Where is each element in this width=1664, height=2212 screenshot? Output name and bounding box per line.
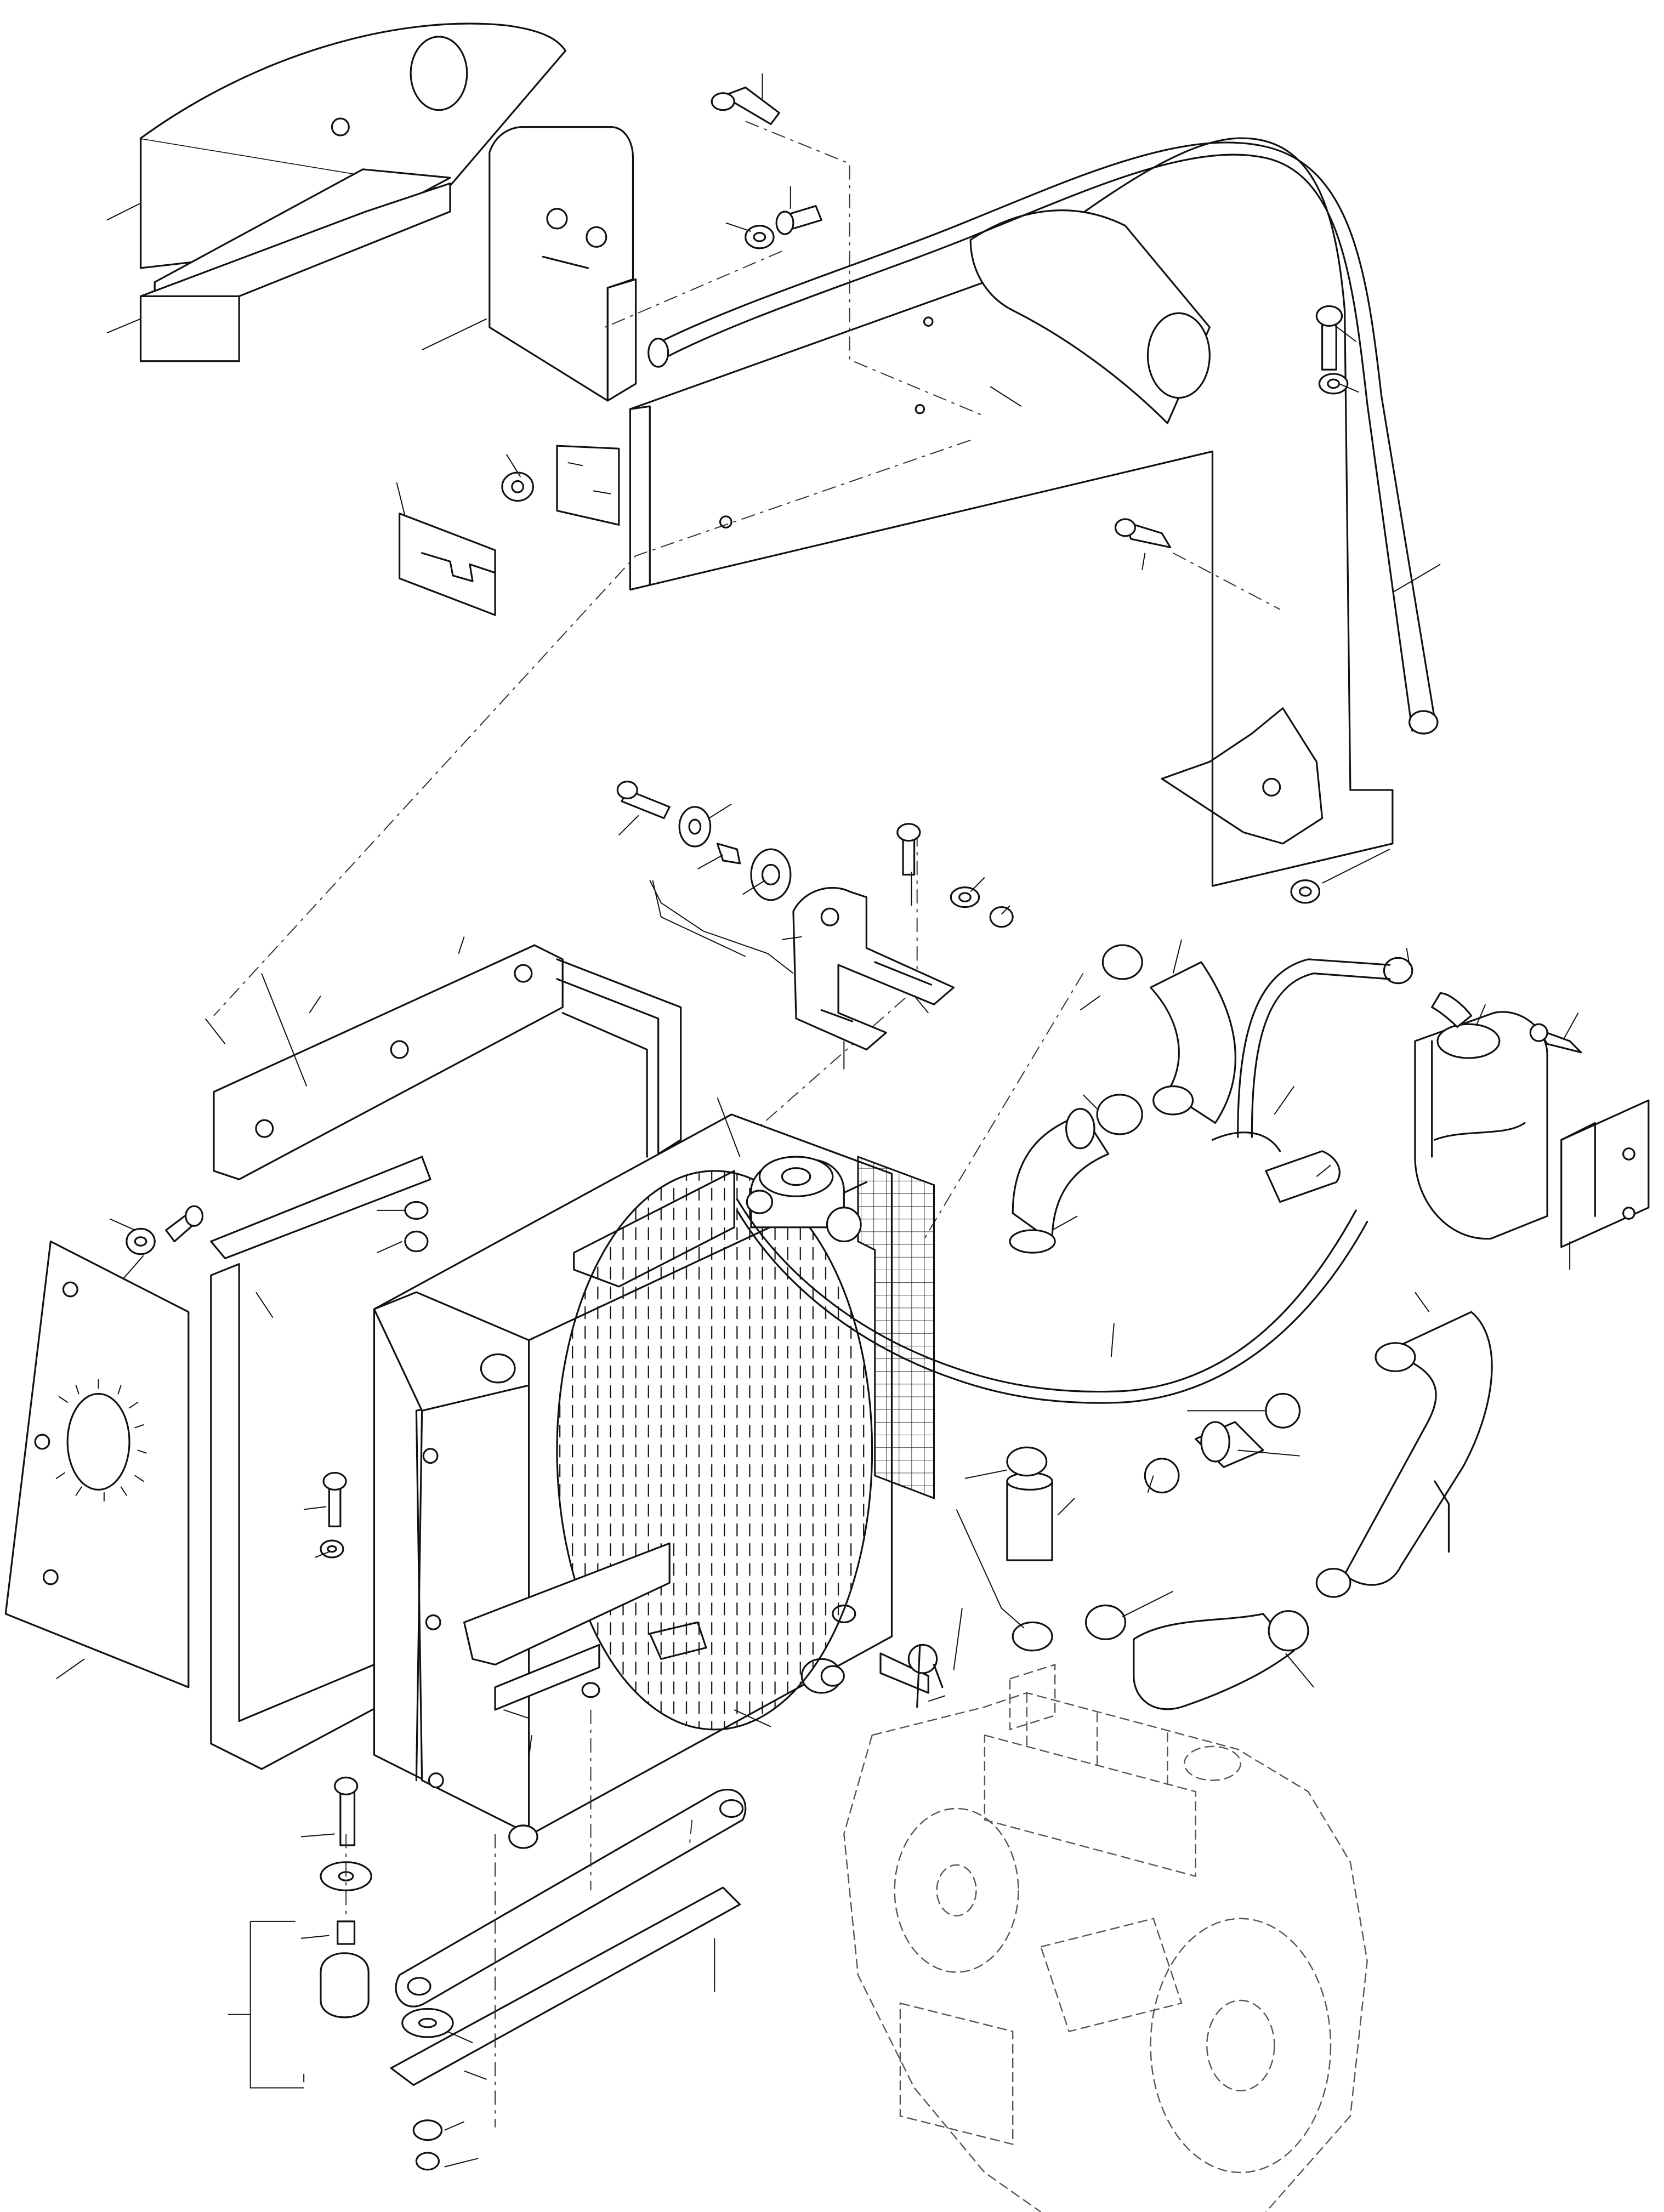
- overflow-hose: [737, 1199, 1367, 1403]
- rubber-seal-tube: [649, 143, 1438, 733]
- hose-connector-pieces: [1007, 1394, 1300, 1650]
- bolt-mid-frame: [1115, 519, 1170, 547]
- leader-lines: [56, 73, 1578, 2167]
- lower-hose: [1086, 1312, 1492, 1709]
- mount-bolt-set: [617, 782, 791, 900]
- radiator-lower-brackets: [464, 1543, 670, 1710]
- roll-bar-frame: [557, 138, 1393, 886]
- bolt-washer-lower-left: [321, 1473, 346, 1557]
- expansion-tank: [1384, 958, 1547, 1238]
- radiator-fan-grille: [552, 1171, 878, 1732]
- bolt-washer-left: [127, 1202, 428, 1254]
- drain-valve: [881, 1645, 942, 1707]
- upper-hose: [1010, 945, 1235, 1253]
- washer-top: [746, 206, 822, 248]
- hood-cover-panel: [141, 24, 566, 268]
- side-shield-plate: [490, 127, 636, 401]
- shroud-top-bar: [214, 945, 563, 1179]
- nut-bottom-frame: [1291, 880, 1319, 903]
- radiator-filler-neck: [747, 1157, 861, 1241]
- tank-vent-hose: [1212, 959, 1389, 1202]
- bolt-top: [712, 88, 779, 124]
- lower-mount-bar: [391, 1789, 745, 2085]
- side-mount-plate: [5, 1242, 189, 1687]
- tank-bracket: [1530, 1024, 1649, 1247]
- spacer-plate: [400, 514, 495, 615]
- nut-left: [502, 473, 533, 501]
- radiator-mesh-screen: [858, 1157, 934, 1498]
- bolt-bracket: [898, 824, 1013, 927]
- insulation-strip: [141, 169, 450, 361]
- radiator-bracket: [793, 888, 953, 1050]
- bolt-right-top: [1316, 306, 1347, 394]
- engine-block: [844, 1665, 1367, 2212]
- isolator-mount: [321, 1777, 453, 2169]
